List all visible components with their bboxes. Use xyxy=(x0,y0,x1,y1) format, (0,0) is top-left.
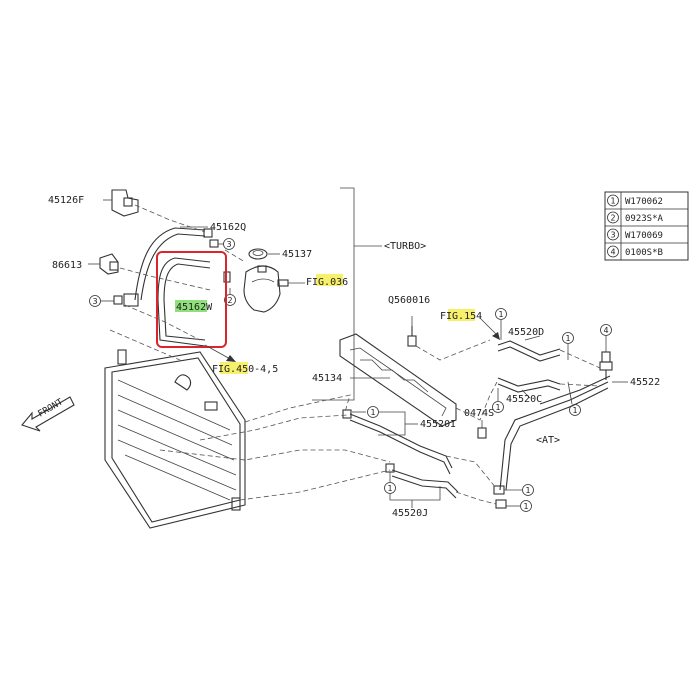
label-45126F: 45126F xyxy=(48,195,84,206)
label-0474S: 0474S xyxy=(464,408,494,419)
pipe-45520I: 1 45520I xyxy=(342,406,456,475)
legend-code: W170069 xyxy=(625,231,663,241)
hose-45162Q xyxy=(134,227,213,301)
label-fig450: FIG.450-4,5 xyxy=(212,364,278,375)
bolt-4: 4 xyxy=(599,324,613,380)
label-45520D: 45520D xyxy=(508,327,544,338)
marker-num: 1 xyxy=(523,502,528,511)
legend-row: 2 0923S*A xyxy=(607,211,664,224)
marker-num: 3 xyxy=(92,297,97,306)
marker-1: 1 xyxy=(495,308,507,340)
marker-num: 1 xyxy=(525,486,530,495)
label-45137: 45137 xyxy=(282,249,312,260)
legend-table: 1 W170062 2 0923S*A 3 W170069 4 0100S*B xyxy=(604,191,689,261)
marker-num: 1 xyxy=(495,403,500,412)
label-45520I: 45520I xyxy=(420,419,456,430)
legend-row: 1 W170062 xyxy=(607,194,663,207)
pipe-AT-long: <AT> xyxy=(499,375,611,491)
marker-1: 1 xyxy=(492,388,504,413)
label-45520J: 45520J xyxy=(392,508,428,519)
legend-num: 2 xyxy=(610,214,615,223)
label-86613: 86613 xyxy=(52,260,82,271)
pipe-45520D: 45520D xyxy=(497,327,561,362)
front-label: FRONT xyxy=(37,397,66,419)
guide-lines-lower xyxy=(159,339,601,505)
callout-box xyxy=(156,251,227,348)
legend-row: 4 0100S*B xyxy=(607,245,663,258)
radiator xyxy=(104,349,246,529)
marker-num: 1 xyxy=(572,406,577,415)
clamp-45126F: 45126F xyxy=(48,189,139,217)
label-45522: 45522 xyxy=(630,377,660,388)
marker-num: 1 xyxy=(387,484,392,493)
marker-num: 1 xyxy=(370,408,375,417)
legend-num: 4 xyxy=(610,248,615,257)
marker-num: 4 xyxy=(603,326,608,335)
pipe-45520C: 45520C xyxy=(497,377,561,405)
part-45134: 45134 xyxy=(312,333,457,427)
reservoir-tank xyxy=(243,265,305,313)
guide-lines-upper xyxy=(109,204,246,361)
label-AT: <AT> xyxy=(536,435,560,446)
legend-code: 0923S*A xyxy=(625,214,664,224)
marker-3-lower: 3 xyxy=(89,293,139,307)
marker-num: 1 xyxy=(498,310,503,319)
front-arrow: FRONT xyxy=(21,396,75,432)
label-45162W: 45162W xyxy=(176,302,213,313)
legend-num: 1 xyxy=(610,197,615,206)
marker-num: 2 xyxy=(227,296,232,305)
turbo-label: <TURBO> xyxy=(384,241,426,252)
marker-1: 1 xyxy=(495,499,532,512)
pipe-45520J: 1 45520J xyxy=(384,463,459,519)
bolt-0474S: 0474S xyxy=(464,408,494,439)
marker-1: 1 xyxy=(562,332,574,360)
clamp-86613: 86613 xyxy=(52,253,119,275)
ref-fig450: FIG.450-4,5 xyxy=(204,344,278,375)
marker-num: 3 xyxy=(226,240,231,249)
bolt-Q560016: Q560016 xyxy=(388,295,430,347)
legend-code: W170062 xyxy=(625,197,663,207)
marker-3-upper: 3 xyxy=(209,238,235,250)
legend-num: 3 xyxy=(610,231,615,240)
label-45134: 45134 xyxy=(312,373,342,384)
label-fig036: FIG.036 xyxy=(306,277,348,288)
label-Q560016: Q560016 xyxy=(388,295,430,306)
ref-fig154: FIG.154 xyxy=(440,309,500,340)
legend-row: 3 W170069 xyxy=(607,228,663,241)
turbo-bracket: <TURBO> xyxy=(312,187,426,401)
marker-1: 1 xyxy=(493,484,534,496)
cap-45137: 45137 xyxy=(248,248,312,260)
ref-fig036: FIG.036 xyxy=(306,274,348,288)
label-45162Q: 45162Q xyxy=(210,222,246,233)
marker-num: 1 xyxy=(565,334,570,343)
label-fig154: FIG.154 xyxy=(440,311,482,322)
marker-1: 1 xyxy=(567,381,581,416)
legend-code: 0100S*B xyxy=(625,248,663,258)
ref-45162W: 45162W xyxy=(175,300,213,313)
label-45520C: 45520C xyxy=(506,394,542,405)
